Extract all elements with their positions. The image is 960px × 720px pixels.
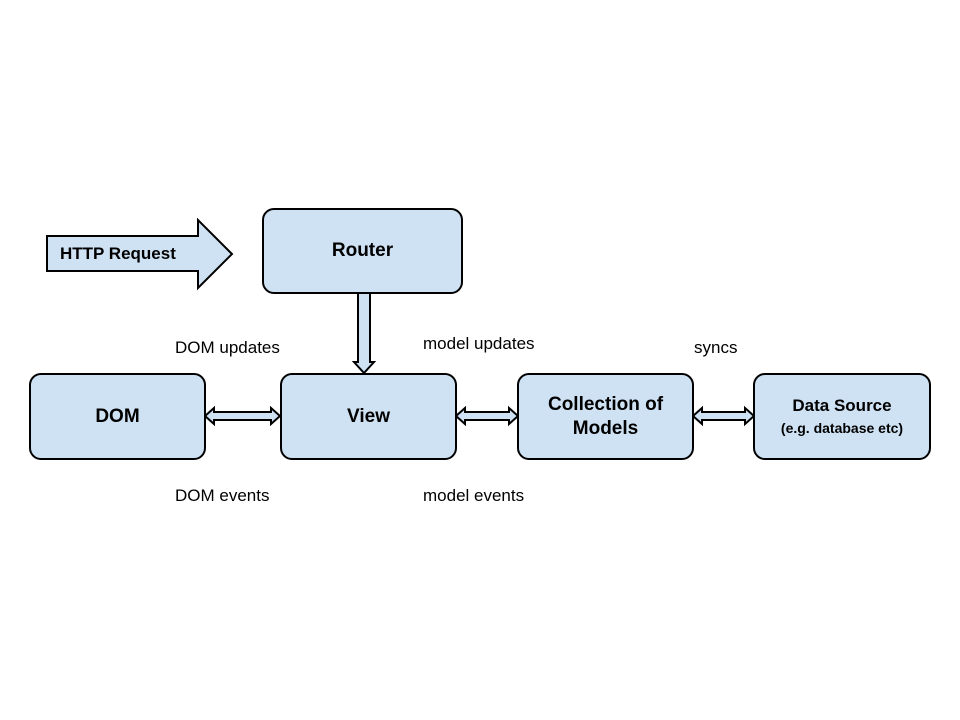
model-updates-label: model updates [423,334,535,353]
view-node: View [280,373,457,460]
collection-node: Collection of Models [517,373,694,460]
dom-updates-label: DOM updates [175,338,280,357]
router-label: Router [331,240,394,261]
model-events-label: model events [423,486,525,505]
http-request-label: HTTP Request [60,244,176,263]
data-source-label-line2: (e.g. database etc) [780,419,904,436]
collection-datasource-double-arrow [691,405,756,427]
router-node: Router [262,208,463,294]
dom-node: DOM [29,373,206,460]
view-collection-double-arrow [454,405,520,427]
dom-events-label: DOM events [175,486,270,505]
view-label: View [347,405,390,427]
syncs-label: syncs [694,338,738,357]
data-source-node: Data Source (e.g. database etc) [753,373,931,460]
router-to-view-arrow [351,292,377,375]
http-request-arrow [46,217,234,291]
collection-label-line2: Models [572,417,639,439]
data-source-label-line1: Data Source [792,395,892,415]
dom-label: DOM [95,405,140,427]
collection-label-line1: Collection of [547,393,664,415]
dom-view-double-arrow [203,405,282,427]
